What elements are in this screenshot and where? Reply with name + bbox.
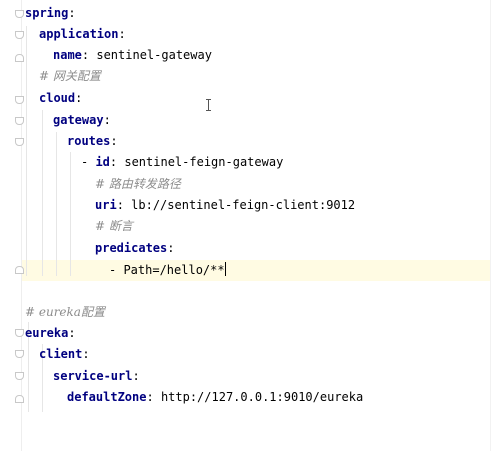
- yaml-value: http://127.0.0.1:9010/eureka: [160, 390, 364, 404]
- code-line: # 路由转发路径: [95, 174, 181, 195]
- code-line[interactable]: - Path=/hello/**: [109, 260, 226, 281]
- fold-marker-icon[interactable]: [15, 96, 24, 104]
- yaml-key: cloud: [39, 91, 76, 105]
- yaml-value: sentinel-gateway: [96, 48, 212, 62]
- fold-marker-icon[interactable]: [15, 10, 24, 18]
- indent-guide: [28, 322, 29, 412]
- fold-marker-icon[interactable]: [15, 395, 24, 403]
- indent-guide: [42, 344, 43, 412]
- code-line: application:: [39, 27, 126, 41]
- code-line: - id: sentinel-feign-gateway: [81, 155, 284, 169]
- fold-marker-icon[interactable]: [15, 329, 24, 337]
- code-line: uri: lb://sentinel-feign-client:9012: [95, 198, 356, 212]
- indent-guide: [26, 26, 27, 276]
- code-line: routes:: [67, 134, 118, 148]
- fold-marker-icon[interactable]: [15, 372, 24, 380]
- yaml-key: application: [39, 27, 119, 41]
- yaml-comment: # eureka配置: [25, 305, 105, 319]
- indent-guide: [42, 110, 43, 276]
- yaml-key: id: [95, 155, 110, 169]
- yaml-key: name: [53, 48, 82, 62]
- yaml-comment: # 网关配置: [39, 69, 101, 83]
- yaml-key: defaultZone: [67, 390, 147, 404]
- text-caret: [224, 262, 226, 276]
- yaml-dash: -: [81, 155, 96, 169]
- code-line: defaultZone: http://127.0.0.1:9010/eurek…: [67, 390, 364, 404]
- code-line: cloud:: [39, 91, 83, 105]
- code-line: client:: [39, 347, 90, 361]
- yaml-value: - Path=/hello/**: [109, 263, 225, 277]
- yaml-comment: # 路由转发路径: [95, 177, 181, 191]
- code-line: gateway:: [53, 113, 111, 127]
- fold-marker-icon[interactable]: [15, 54, 24, 62]
- text-cursor-icon: [206, 99, 212, 111]
- code-line: service-url:: [53, 369, 140, 383]
- code-line: name: sentinel-gateway: [53, 48, 212, 62]
- gutter-divider: [21, 0, 22, 451]
- yaml-key: routes: [67, 134, 111, 148]
- yaml-key: eureka: [25, 326, 69, 340]
- fold-marker-icon[interactable]: [15, 117, 24, 125]
- yaml-comment: # 断言: [95, 219, 133, 233]
- editor-gutter: [0, 0, 22, 451]
- current-line-highlight: [0, 260, 491, 281]
- yaml-key: gateway: [53, 113, 104, 127]
- code-line: # 断言: [95, 216, 133, 237]
- yaml-key: predicates: [95, 241, 168, 255]
- yaml-value: lb://sentinel-feign-client:9012: [131, 198, 356, 212]
- yaml-key: client: [39, 347, 83, 361]
- code-line: # 网关配置: [39, 66, 101, 87]
- yaml-key: spring: [25, 6, 69, 20]
- code-line: predicates:: [95, 241, 175, 255]
- code-line: spring:: [25, 6, 76, 20]
- fold-marker-icon[interactable]: [15, 31, 24, 39]
- fold-marker-icon[interactable]: [15, 138, 24, 146]
- code-line: eureka:: [25, 326, 76, 340]
- yaml-key: uri: [95, 198, 117, 212]
- fold-marker-icon[interactable]: [15, 266, 24, 274]
- indent-guide: [70, 152, 71, 276]
- fold-marker-icon[interactable]: [15, 350, 24, 358]
- code-line: # eureka配置: [25, 302, 105, 323]
- yaml-key: service-url: [53, 369, 133, 383]
- yaml-value: sentinel-feign-gateway: [124, 155, 284, 169]
- indent-guide: [56, 132, 57, 276]
